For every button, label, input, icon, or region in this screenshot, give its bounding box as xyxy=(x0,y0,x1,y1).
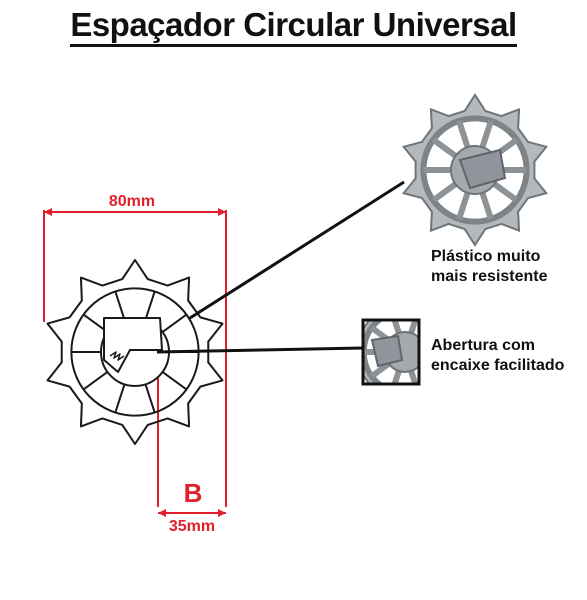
spacer-spoke xyxy=(82,371,109,391)
plastic-callout-line2: mais resistente xyxy=(431,268,548,285)
spacer-spoke xyxy=(161,371,188,391)
spacer-spoke xyxy=(456,191,471,221)
spacer-outer-ring xyxy=(46,259,224,445)
spacer-spoke xyxy=(408,320,419,334)
width-dimension-label: 80mm xyxy=(109,193,155,210)
page-title-text: Espaçador Circular Universal xyxy=(70,6,517,47)
spacer-spoke xyxy=(114,291,126,320)
spacer-spoke xyxy=(408,370,419,384)
spacer-spoke xyxy=(144,291,156,320)
spacer-spoke xyxy=(391,320,402,334)
dimension-lines xyxy=(43,210,227,514)
spacer-photo-large xyxy=(401,93,549,247)
opening-callout-line1: Abertura com xyxy=(431,337,536,354)
spacer-spoke xyxy=(144,384,156,413)
spacer-spoke xyxy=(369,361,391,379)
spacer-clip-3d xyxy=(458,148,507,190)
opening-callout: Abertura com encaixe facilitado xyxy=(431,336,564,376)
spacer-spoke xyxy=(456,119,471,149)
opening-detail-inset xyxy=(361,318,421,386)
spacer-spoke xyxy=(431,181,458,203)
callout-lines xyxy=(156,180,405,354)
spacer-spoke xyxy=(431,137,458,159)
spacer-spoke xyxy=(479,119,494,149)
b-label: B xyxy=(184,478,203,508)
spacer-clip-teeth xyxy=(109,351,125,361)
spacer-spoke xyxy=(114,384,126,413)
plastic-callout: Plástico muito mais resistente xyxy=(431,247,548,287)
spacer-spoke xyxy=(479,191,494,221)
plastic-callout-line1: Plástico muito xyxy=(431,248,541,265)
depth-dimension-label: 35mm xyxy=(169,518,215,535)
dimension-arrows xyxy=(44,208,226,517)
spacer-spoke xyxy=(492,181,519,203)
page-title: Espaçador Circular Universal xyxy=(0,6,587,47)
inset-clip-3d xyxy=(370,334,404,368)
opening-callout-line2: encaixe facilitado xyxy=(431,357,565,374)
spacer-spoke xyxy=(161,313,188,333)
spacer-spoke xyxy=(391,370,402,384)
